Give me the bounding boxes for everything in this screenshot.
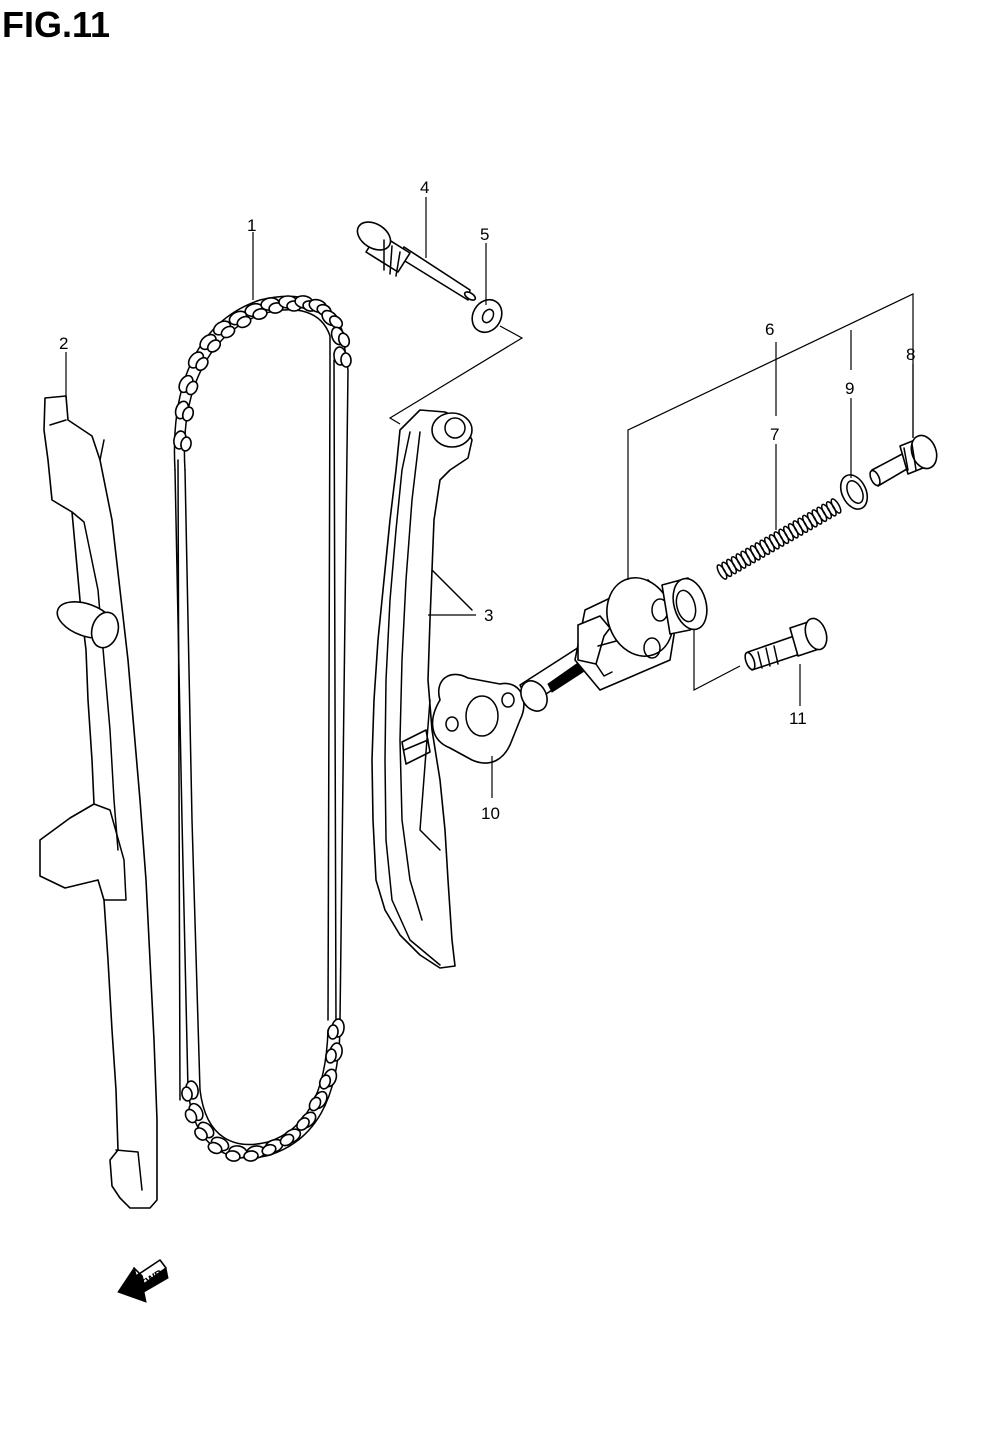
chain-roller bbox=[325, 1048, 337, 1064]
chain-roller bbox=[185, 380, 199, 396]
chain-roller bbox=[236, 315, 252, 329]
chain-roller bbox=[279, 1133, 295, 1147]
chain-roller bbox=[181, 1086, 193, 1102]
chain-roller bbox=[225, 1150, 241, 1162]
part-callouts: 1 2 3 4 5 6 7 8 9 10 11 bbox=[59, 178, 915, 823]
callout-8: 8 bbox=[906, 345, 915, 364]
leader-lines bbox=[65, 197, 914, 798]
forward-arrow: FWD bbox=[117, 1259, 169, 1303]
callout-6: 6 bbox=[765, 320, 774, 339]
tensioner-arm bbox=[371, 409, 473, 969]
callout-3: 3 bbox=[484, 606, 493, 625]
chain-roller bbox=[261, 1143, 277, 1157]
tensioner-assembly bbox=[519, 577, 708, 712]
spring-coil bbox=[830, 498, 842, 514]
chain-roller bbox=[308, 1096, 322, 1112]
chain-roller bbox=[181, 406, 195, 422]
chain-roller bbox=[318, 1074, 332, 1090]
mounting-bolt bbox=[744, 617, 828, 671]
chain-roller bbox=[195, 356, 209, 372]
figure-title: FIG.11 bbox=[2, 4, 111, 45]
chain-roller bbox=[340, 352, 352, 368]
chain-roller bbox=[206, 339, 222, 353]
callout-5: 5 bbox=[480, 225, 489, 244]
callout-9: 9 bbox=[845, 379, 854, 398]
chain-guide bbox=[39, 395, 158, 1209]
washer bbox=[471, 298, 503, 334]
chain-roller bbox=[296, 1117, 310, 1131]
chain-roller bbox=[252, 308, 268, 320]
callout-1: 1 bbox=[247, 216, 256, 235]
chain-roller bbox=[327, 1024, 339, 1040]
callout-4: 4 bbox=[420, 178, 429, 197]
chain-roller bbox=[194, 1127, 208, 1141]
chain-roller bbox=[328, 315, 344, 329]
chain-roller bbox=[184, 1108, 198, 1124]
chain-roller bbox=[337, 332, 351, 348]
cap-bolt bbox=[869, 434, 938, 487]
gasket bbox=[431, 673, 525, 764]
cam-chain bbox=[173, 295, 352, 1162]
callout-2: 2 bbox=[59, 334, 68, 353]
spring bbox=[716, 498, 842, 580]
callout-7: 7 bbox=[770, 425, 779, 444]
o-ring bbox=[839, 474, 869, 510]
chain-roller bbox=[207, 1141, 223, 1155]
pivot-bolt bbox=[356, 221, 477, 301]
chain-roller bbox=[180, 436, 192, 452]
callout-10: 10 bbox=[481, 804, 500, 823]
chain-roller bbox=[243, 1150, 259, 1162]
chain-roller bbox=[220, 325, 236, 339]
callout-11: 11 bbox=[789, 709, 807, 728]
